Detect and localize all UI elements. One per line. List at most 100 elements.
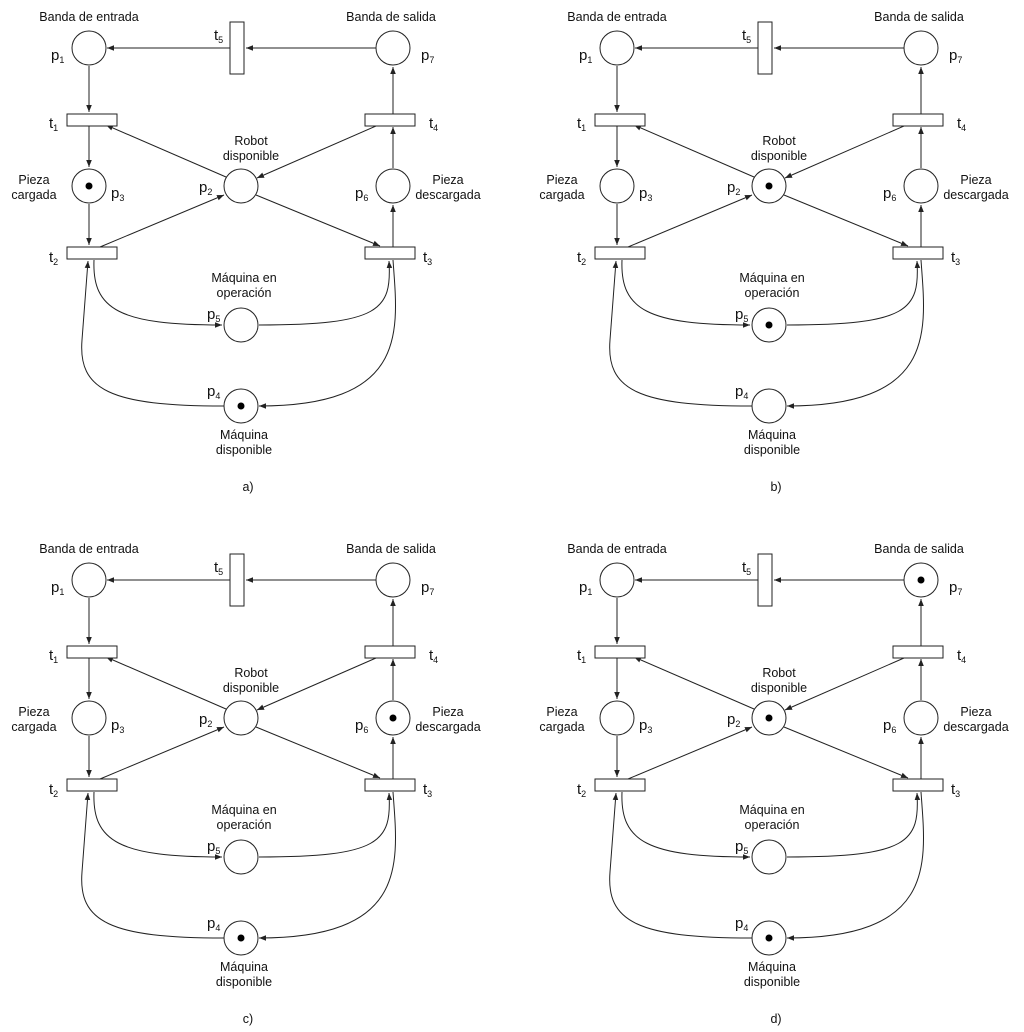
arc-t3-p4 xyxy=(786,259,925,409)
label-t3: t3 xyxy=(951,781,960,799)
place-p7 xyxy=(375,562,411,598)
transition-t1 xyxy=(66,113,118,127)
arc-t3-p4 xyxy=(786,791,925,941)
arc-p2-t3 xyxy=(783,194,909,247)
transition-t2 xyxy=(594,246,646,260)
transition-t4 xyxy=(892,645,944,659)
label-t4: t4 xyxy=(957,115,966,133)
arc-t2-p2 xyxy=(627,726,753,780)
caption-b: b) xyxy=(770,480,781,494)
label-t1: t1 xyxy=(49,115,58,133)
transition-t3 xyxy=(364,778,416,792)
label-p6: p6 xyxy=(883,717,896,735)
label-p2: p2 xyxy=(199,711,212,729)
arc-t2-p2 xyxy=(99,726,225,780)
label-t5: t5 xyxy=(742,27,751,45)
label-t2: t2 xyxy=(49,781,58,799)
transition-t4 xyxy=(364,645,416,659)
label-t2: t2 xyxy=(577,781,586,799)
place-p5 xyxy=(751,839,787,875)
place-p1 xyxy=(71,562,107,598)
transition-t2 xyxy=(66,246,118,260)
arc-p5-t3 xyxy=(786,260,921,326)
token-p2 xyxy=(765,714,773,722)
token-p4 xyxy=(237,402,245,410)
arc-t4-p2 xyxy=(256,657,377,711)
arc-t2-p2 xyxy=(99,194,225,248)
label-p1: p1 xyxy=(51,579,64,597)
label-p3: p3 xyxy=(111,717,124,735)
arc-p5-t3 xyxy=(258,792,393,858)
arc-t2-p5 xyxy=(621,791,751,860)
place-p2 xyxy=(223,168,259,204)
label-banda-salida: Banda de salida xyxy=(346,10,436,24)
place-p1 xyxy=(71,30,107,66)
label-p6: p6 xyxy=(883,185,896,203)
place-p2 xyxy=(223,700,259,736)
arc-p2-t3 xyxy=(783,726,909,779)
label-banda-salida: Banda de salida xyxy=(874,10,964,24)
label-t5: t5 xyxy=(214,559,223,577)
arc-p2-t1 xyxy=(633,124,755,178)
label-p3: p3 xyxy=(639,185,652,203)
arc-t4-p2 xyxy=(784,125,905,179)
label-p5: p5 xyxy=(735,838,748,856)
token-p4 xyxy=(237,934,245,942)
token-p5 xyxy=(765,321,773,329)
transition-t5 xyxy=(757,21,773,75)
arc-p2-t3 xyxy=(255,194,381,247)
place-p7 xyxy=(375,30,411,66)
token-p3 xyxy=(85,182,93,190)
token-p2 xyxy=(765,182,773,190)
place-p6 xyxy=(903,700,939,736)
label-p2: p2 xyxy=(727,711,740,729)
place-p6 xyxy=(375,168,411,204)
transition-t1 xyxy=(66,645,118,659)
label-t1: t1 xyxy=(49,647,58,665)
label-banda-entrada: Banda de entrada xyxy=(39,10,138,24)
label-p4: p4 xyxy=(207,915,220,933)
arc-t2-p5 xyxy=(93,791,223,860)
label-banda-entrada: Banda de entrada xyxy=(567,542,666,556)
label-p1: p1 xyxy=(579,579,592,597)
arc-p4-t2 xyxy=(81,260,225,407)
transition-t1 xyxy=(594,113,646,127)
place-p3 xyxy=(599,700,635,736)
arc-p2-t1 xyxy=(105,656,227,710)
caption-c: c) xyxy=(243,1012,253,1026)
arc-t2-p2 xyxy=(627,194,753,248)
label-t4: t4 xyxy=(429,115,438,133)
label-p2: p2 xyxy=(199,179,212,197)
label-p7: p7 xyxy=(949,47,962,65)
place-p3 xyxy=(599,168,635,204)
caption-d: d) xyxy=(770,1012,781,1026)
arc-p2-t1 xyxy=(633,656,755,710)
label-banda-salida: Banda de salida xyxy=(346,542,436,556)
label-p7: p7 xyxy=(421,47,434,65)
arc-p4-t2 xyxy=(81,792,225,939)
label-t1: t1 xyxy=(577,647,586,665)
label-p2: p2 xyxy=(727,179,740,197)
label-t3: t3 xyxy=(951,249,960,267)
label-p4: p4 xyxy=(735,383,748,401)
label-t4: t4 xyxy=(429,647,438,665)
arc-p2-t1 xyxy=(105,124,227,178)
place-p5 xyxy=(223,839,259,875)
place-p3 xyxy=(71,700,107,736)
transition-t2 xyxy=(594,778,646,792)
arc-t2-p5 xyxy=(621,259,751,328)
transition-t1 xyxy=(594,645,646,659)
